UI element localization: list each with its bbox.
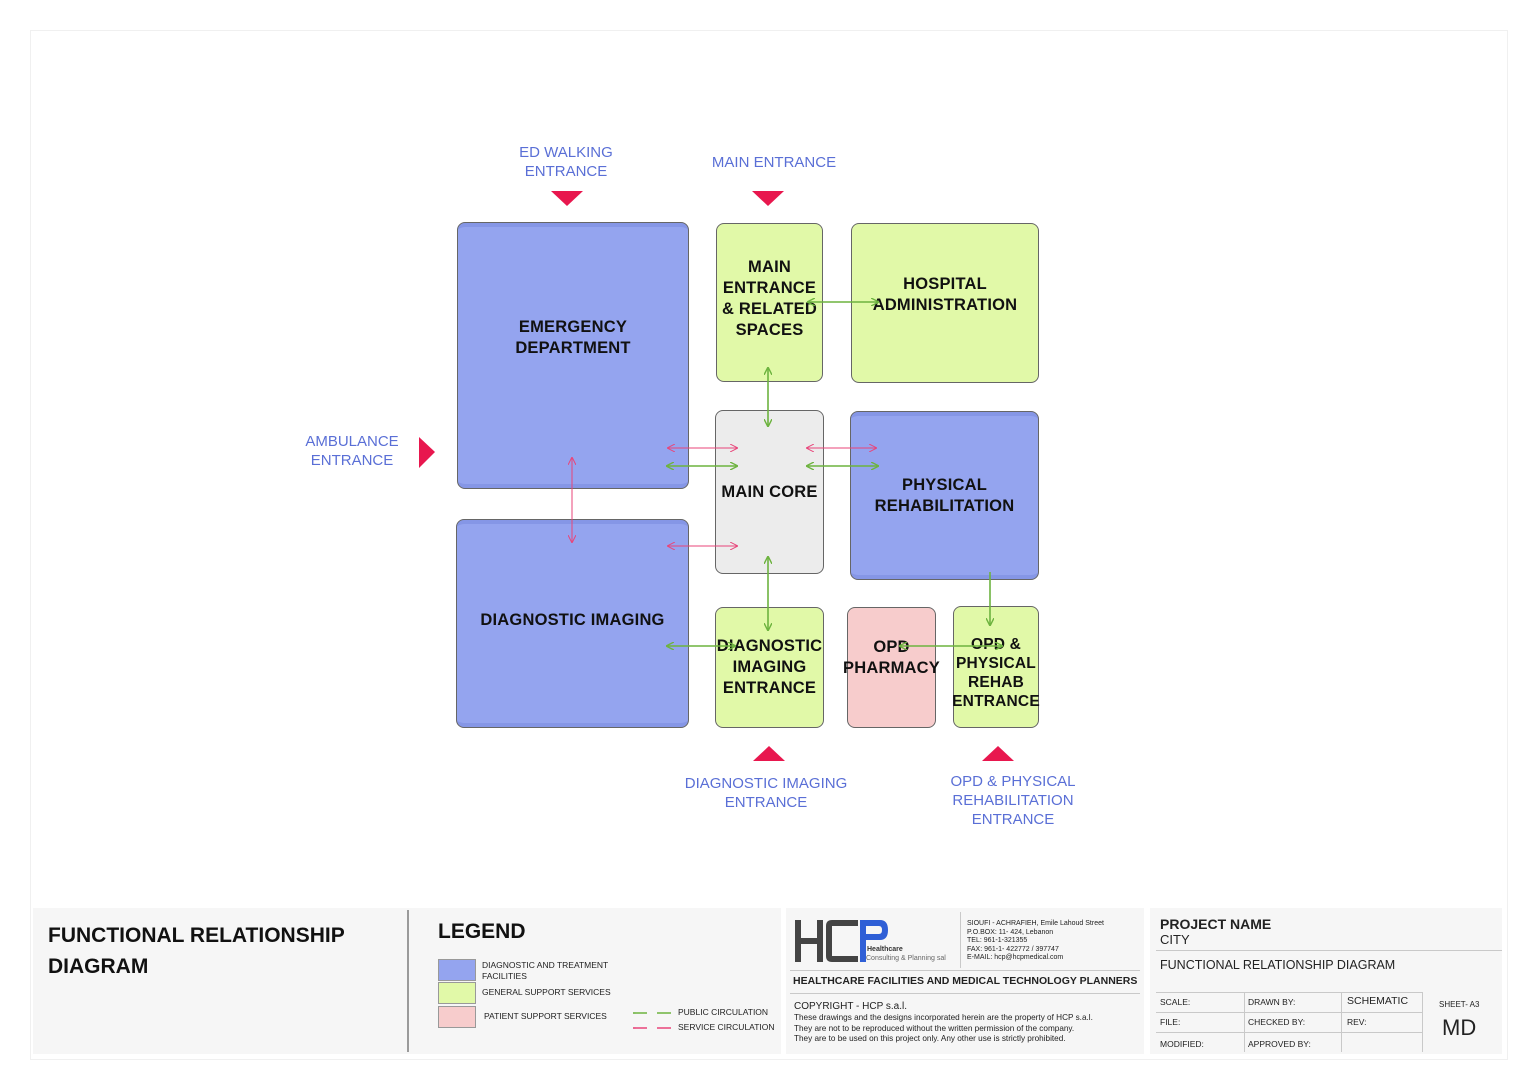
ed-walking-entrance-marker [551, 191, 583, 206]
company-tagline: HEALTHCARE FACILITIES AND MEDICAL TECHNO… [793, 975, 1138, 987]
approved-by-label: APPROVED BY: [1248, 1039, 1311, 1049]
sheet-code: MD [1442, 1015, 1477, 1040]
drawn-by-label: DRAWN BY: [1248, 997, 1296, 1007]
company-rule-2 [790, 993, 1140, 994]
legend-item-general: GENERAL SUPPORT SERVICES [482, 987, 611, 997]
legend-service-circulation: SERVICE CIRCULATION [678, 1022, 775, 1032]
company-rule-1 [790, 970, 1140, 971]
main-entrance-label: MAIN ENTRANCE & RELATED SPACES [722, 257, 817, 339]
main-entrance-block: MAIN ENTRANCE & RELATED SPACES [716, 223, 823, 382]
diagnostic-imaging-label: DIAGNOSTIC IMAGING [480, 611, 665, 629]
main-core-label: MAIN CORE [721, 482, 818, 501]
diagnostic-imaging-entrance-label-bottom: DIAGNOSTIC IMAGING ENTRANCE [684, 775, 848, 811]
copyright-text: These drawings and the designs incorpora… [794, 1013, 1093, 1043]
main-entrance-label-top: MAIN ENTRANCE [711, 154, 837, 171]
company-address: SIOUFI - ACHRAFIEH, Emile Lahoud Street … [967, 920, 1104, 961]
hospital-administration-block: HOSPITAL ADMINISTRATION [851, 223, 1039, 383]
sheet-label: SHEET- A3 [1439, 1000, 1480, 1009]
opd-rehab-entrance-marker [982, 746, 1014, 761]
project-rule-2 [1156, 992, 1422, 993]
main-entrance-marker [752, 191, 784, 206]
title-separator [407, 910, 409, 1052]
diagnostic-imaging-block: DIAGNOSTIC IMAGING [456, 519, 689, 728]
drawing-name-value: FUNCTIONAL RELATIONSHIP DIAGRAM [1160, 958, 1396, 972]
project-rule-1 [1156, 950, 1502, 951]
opd-rehab-entrance-label-bottom: OPD & PHYSICAL REHABILITATION ENTRANCE [950, 773, 1076, 828]
checked-by-label: CHECKED BY: [1248, 1017, 1306, 1027]
legend-public-circulation: PUBLIC CIRCULATION [678, 1007, 769, 1017]
logo-subtitle-2: Consulting & Planning sal [866, 955, 946, 962]
stage-value: SCHEMATIC [1347, 995, 1409, 1007]
company-divider [960, 912, 961, 968]
ambulance-entrance-label: AMBULANCE ENTRANCE [305, 433, 399, 469]
legend-heading: LEGEND [438, 920, 526, 943]
legend-swatch-patient [438, 1006, 476, 1028]
diagnostic-imaging-entrance-label: DIAGNOSTIC IMAGING ENTRANCE [716, 637, 823, 697]
legend-swatch-diagnostic [438, 959, 476, 981]
physical-rehabilitation-label: PHYSICAL REHABILITATION [874, 475, 1015, 515]
project-name-label: PROJECT NAME [1160, 916, 1272, 932]
copyright-heading: COPYRIGHT - HCP s.a.l. [794, 1001, 907, 1012]
project-rule-4 [1156, 1032, 1422, 1033]
modified-label: MODIFIED: [1160, 1039, 1204, 1049]
scale-label: SCALE: [1160, 997, 1191, 1007]
emergency-department-block: EMERGENCY DEPARTMENT [457, 222, 689, 489]
project-col-2 [1341, 992, 1342, 1052]
project-col-3 [1422, 992, 1423, 1052]
project-rule-3 [1156, 1012, 1422, 1013]
opd-pharmacy-block: OPD PHARMACY [843, 607, 940, 728]
title-block-project [1150, 908, 1502, 1054]
file-label: FILE: [1160, 1017, 1181, 1027]
project-col-1 [1244, 992, 1245, 1052]
project-name-value: CITY [1160, 932, 1190, 947]
logo-subtitle-1: Healthcare [867, 946, 903, 953]
rev-label: REV: [1347, 1017, 1367, 1027]
legend-item-diagnostic: DIAGNOSTIC AND TREATMENT FACILITIES [482, 960, 609, 981]
drawing-title: FUNCTIONAL RELATIONSHIP DIAGRAM [48, 924, 345, 978]
diagnostic-imaging-entrance-marker [753, 746, 785, 761]
ed-walking-entrance-label: ED WALKING ENTRANCE [519, 144, 613, 180]
legend-item-patient: PATIENT SUPPORT SERVICES [484, 1011, 607, 1021]
hospital-administration-label: HOSPITAL ADMINISTRATION [872, 275, 1018, 314]
physical-rehabilitation-block: PHYSICAL REHABILITATION [850, 411, 1039, 580]
diagnostic-imaging-entrance-block: DIAGNOSTIC IMAGING ENTRANCE [715, 607, 824, 728]
ambulance-entrance-marker [419, 437, 435, 468]
emergency-department-label: EMERGENCY DEPARTMENT [515, 317, 631, 357]
legend-swatch-general [438, 982, 476, 1004]
